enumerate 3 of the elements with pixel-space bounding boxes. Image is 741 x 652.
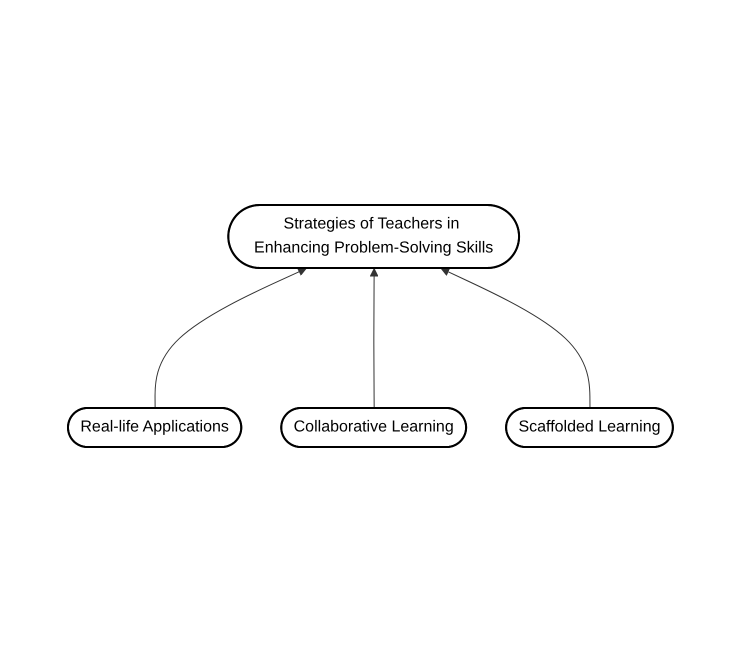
arrow: [370, 268, 379, 409]
arrow: [440, 268, 591, 409]
arrow: [154, 268, 307, 409]
